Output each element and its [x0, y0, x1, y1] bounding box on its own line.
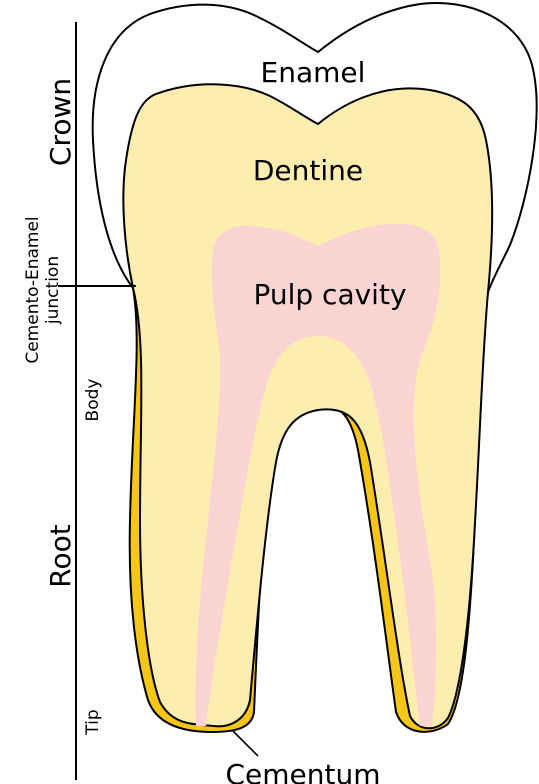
body-label: Body: [83, 379, 103, 422]
cementum-leader-line: [232, 730, 258, 756]
enamel-label: Enamel: [261, 56, 366, 89]
cemento-enamel-label-line2: junction: [43, 256, 63, 325]
dentine-label: Dentine: [253, 154, 363, 187]
root-label: Root: [44, 524, 77, 587]
cementum-label: Cementum: [225, 758, 380, 784]
crown-label: Crown: [44, 78, 77, 166]
tip-label: Tip: [83, 709, 103, 735]
pulp-cavity-label: Pulp cavity: [253, 278, 406, 311]
cemento-enamel-label-line1: Cemento-Enamel: [23, 216, 43, 363]
